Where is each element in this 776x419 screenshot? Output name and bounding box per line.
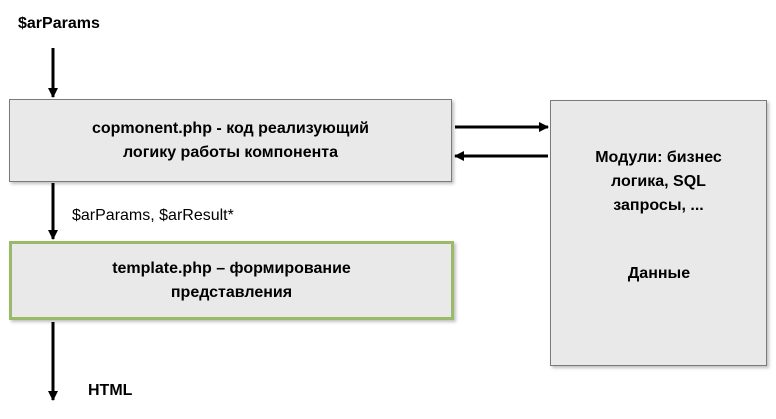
output-label: HTML (88, 382, 133, 399)
component-box-text: copmonent.php - код реализующий логику р… (91, 119, 370, 161)
template-box: template.php – формирование представлени… (9, 241, 454, 320)
passed-data-label: $arParams, $arResult* (72, 207, 234, 224)
component-box: copmonent.php - код реализующий логику р… (9, 99, 452, 182)
database-label: Данные (627, 265, 691, 282)
modules-box: Модули: бизнес логика, SQL запросы, ... (550, 100, 767, 366)
template-box-text: template.php – формирование представлени… (112, 259, 351, 301)
input-params-label: $arParams (18, 15, 100, 32)
modules-box-text: Модули: бизнес логика, SQL запросы, ... (595, 149, 722, 214)
